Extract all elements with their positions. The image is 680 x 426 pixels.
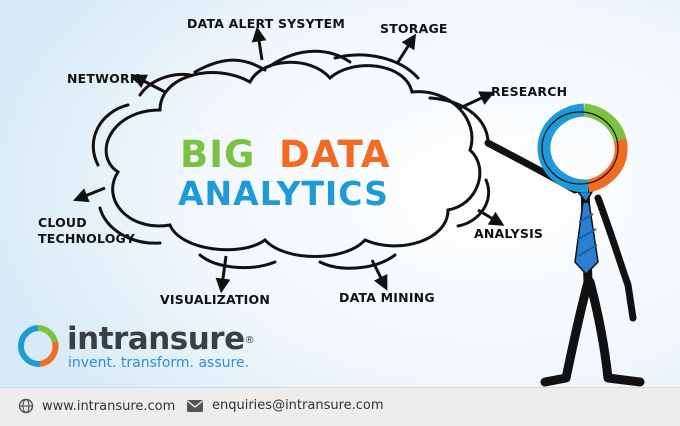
label-data-alert-system: DATA ALERT SYSYTEM	[187, 16, 345, 31]
cloud-shape	[104, 60, 482, 258]
title-big: BIG	[180, 133, 256, 176]
footer-website-text[interactable]: www.intransure.com	[42, 398, 176, 414]
label-analysis: ANALYSIS	[474, 226, 544, 241]
figure-leg-left	[540, 277, 593, 387]
figure-head	[537, 103, 628, 193]
label-visualization: VISUALIZATION	[160, 292, 271, 307]
stick-figure	[484, 103, 645, 387]
logo-tagline: invent. transform. assure.	[68, 355, 250, 371]
label-research: RESEARCH	[491, 84, 568, 99]
label-network: NETWORK	[67, 71, 140, 86]
footer-website[interactable]: www.intransure.com	[18, 398, 175, 414]
figure-leg-right	[585, 277, 645, 387]
intransure-logo-mark-icon	[17, 325, 59, 368]
figure-arm-rest	[594, 194, 637, 322]
cloud-outer-strokes	[91, 49, 491, 270]
title-data: DATA	[279, 133, 391, 176]
label-data-mining: DATA MINING	[339, 290, 435, 305]
label-cloud-line1: CLOUD	[38, 215, 87, 230]
globe-icon	[18, 398, 34, 414]
logo-wordmark: intransure®	[67, 321, 255, 357]
footer-bar: www.intransure.com enquiries@intransure.…	[0, 387, 680, 426]
footer-email-text[interactable]: enquiries@intransure.com	[212, 398, 384, 413]
connector-arrows	[73, 26, 505, 294]
title-analytics: ANALYTICS	[178, 174, 389, 213]
logo-name: intransure	[67, 321, 245, 357]
envelope-icon	[186, 399, 204, 413]
label-cloud-line2: TECHNOLOGY	[38, 231, 135, 246]
footer-email[interactable]: enquiries@intransure.com	[186, 398, 384, 413]
logo-registered: ®	[244, 335, 255, 346]
label-storage: STORAGE	[380, 21, 448, 36]
